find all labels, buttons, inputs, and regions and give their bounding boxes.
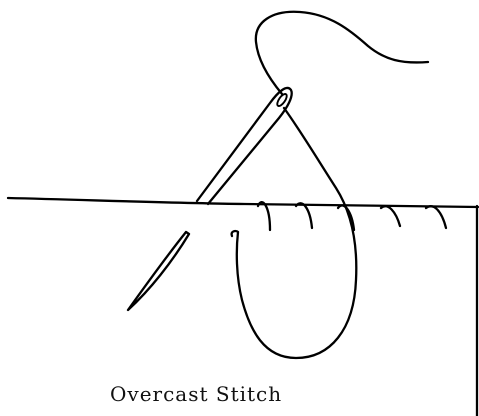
stitch-4 [379,205,402,228]
stitch-2 [294,202,314,230]
thread-loop [230,106,358,360]
needle-eye [276,93,288,107]
needle-upper [195,86,293,206]
stitch-3 [336,204,356,232]
stitch-5 [424,205,448,230]
thread-tail [254,10,430,96]
diagram-caption: Overcast Stitch [110,382,283,406]
stitch-1 [256,201,272,232]
needle-point [126,230,191,312]
fabric-edge-line [6,196,479,209]
